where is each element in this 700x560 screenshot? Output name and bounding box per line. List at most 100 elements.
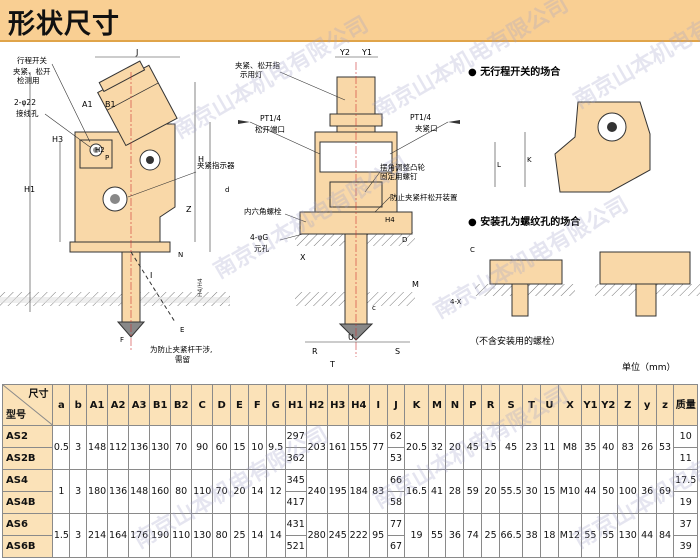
cell-N: 28 — [445, 469, 465, 514]
cell-J: 67 — [386, 535, 406, 558]
cell-H3: 161 — [326, 425, 349, 470]
callout-hex-bolt: 内六角螺栓 — [244, 206, 282, 216]
cell-M: 41 — [427, 469, 447, 514]
column-header-21: P — [463, 384, 483, 426]
dim-i: I — [150, 271, 152, 280]
cell-A1: 148 — [86, 425, 109, 470]
dim-label-extra: E — [180, 326, 184, 334]
column-header-7: C — [191, 384, 214, 426]
cell-z: 53 — [655, 425, 675, 470]
dim-h: H — [198, 155, 204, 164]
cell-质量: 37 — [673, 513, 698, 536]
dim-y2: Y2 — [339, 48, 350, 57]
cell-R: 15 — [481, 425, 501, 470]
cell-H2: 280 — [305, 513, 328, 558]
front-view: Y2 Y1 U R S T X M 夹紧、松开指 示用灯 PT1/4 松开端口 … — [235, 48, 460, 369]
drawing-svg: J H H1 Z H3 I A1 B1 行程开关 夹紧、松开 检测用 2-φ22… — [0, 42, 700, 380]
dim-a1: A1 — [82, 100, 93, 109]
column-header-29: Z — [616, 384, 639, 426]
cell-P: 59 — [463, 469, 483, 514]
unit-label: 单位（mm） — [622, 361, 676, 373]
cell-Y2: 55 — [598, 513, 618, 558]
cell-F: 14 — [247, 513, 267, 558]
cell-R: 25 — [481, 513, 501, 558]
callout-limit-switch: 行程开关 — [17, 55, 47, 65]
callout-clamp-release-2: 检测用 — [17, 75, 40, 85]
cell-H1: 417 — [284, 491, 307, 514]
cell-C: 110 — [191, 469, 214, 514]
callout-clamp-port: 夹紧口 — [415, 123, 438, 133]
cell-b: 3 — [69, 469, 88, 514]
cell-C: 130 — [191, 513, 214, 558]
cell-H2: 203 — [305, 425, 328, 470]
technical-drawing: J H H1 Z H3 I A1 B1 行程开关 夹紧、松开 检测用 2-φ22… — [0, 42, 700, 380]
cell-Y1: 35 — [581, 425, 600, 470]
callout-through-size: 4-φG — [250, 233, 268, 242]
cell-D: 70 — [212, 469, 232, 514]
dim-h1: H1 — [24, 185, 35, 194]
dim-k: K — [527, 156, 532, 164]
callout-anti-release: 防止夹紧杆松开装置 — [390, 192, 458, 202]
dim-4x: 4-X — [450, 298, 462, 306]
cell-U: 15 — [540, 469, 559, 514]
cell-S: 66.5 — [499, 513, 524, 558]
cell-G: 12 — [265, 469, 286, 514]
cell-a: 0.5 — [52, 425, 71, 470]
column-header-0: a — [52, 384, 71, 426]
cell-H1: 345 — [284, 469, 307, 492]
model-cell: AS2 — [1, 425, 54, 448]
column-header-6: B2 — [170, 384, 193, 426]
cell-J: 66 — [386, 469, 406, 492]
cell-B1: 190 — [149, 513, 172, 558]
column-header-11: G — [265, 384, 286, 426]
cell-U: 18 — [540, 513, 559, 558]
bullet-no-switch: ● 无行程开关的场合 — [468, 65, 561, 78]
cell-K: 20.5 — [404, 425, 429, 470]
cell-H1: 362 — [284, 447, 307, 470]
callout-anti-interference: 为防止夹紧杆干涉, 需留 — [150, 344, 215, 364]
callout-lamp-2: 示用灯 — [240, 69, 263, 79]
column-header-13: H2 — [305, 384, 328, 426]
callout-pt-left: PT1/4 — [260, 114, 281, 123]
cell-H1: 521 — [284, 535, 307, 558]
cell-P: 74 — [463, 513, 483, 558]
callout-wiring-size: 2-φ22 — [14, 98, 36, 107]
cell-质量: 17.5 — [673, 469, 698, 492]
cell-A2: 112 — [107, 425, 130, 470]
title-bar: 形状尺寸 — [0, 0, 700, 42]
dim-label-extra: d — [225, 186, 229, 194]
cell-F: 14 — [247, 469, 267, 514]
corner-model-label: 型号 — [6, 410, 26, 421]
cell-R: 20 — [481, 469, 501, 514]
cell-H4: 222 — [347, 513, 370, 558]
callout-release-port: 松开端口 — [255, 124, 285, 134]
cell-y: 26 — [637, 425, 657, 470]
callout-clamp-release: 夹紧、松开 检测用 — [13, 66, 53, 85]
column-header-16: I — [368, 384, 388, 426]
cell-A1: 214 — [86, 513, 109, 558]
cell-X: M12 — [557, 513, 583, 558]
column-header-23: S — [499, 384, 524, 426]
cell-B2: 80 — [170, 469, 193, 514]
callout-anti-interference-1: 为防止夹紧杆干涉, — [150, 344, 212, 354]
cell-y: 44 — [637, 513, 657, 558]
cell-质量: 19 — [673, 491, 698, 514]
cell-Y1: 55 — [581, 513, 600, 558]
cell-a: 1 — [52, 469, 71, 514]
dim-m: M — [412, 280, 419, 289]
threaded-base — [489, 259, 563, 285]
cell-Z: 100 — [616, 469, 639, 514]
cell-H3: 245 — [326, 513, 349, 558]
cell-a: 1.5 — [52, 513, 71, 558]
model-cell: AS2B — [1, 447, 54, 470]
dim-label-extra: N — [178, 251, 183, 259]
cell-B1: 130 — [149, 425, 172, 470]
cell-I: 77 — [368, 425, 388, 470]
cell-H1: 297 — [284, 425, 307, 448]
cell-K: 19 — [404, 513, 429, 558]
